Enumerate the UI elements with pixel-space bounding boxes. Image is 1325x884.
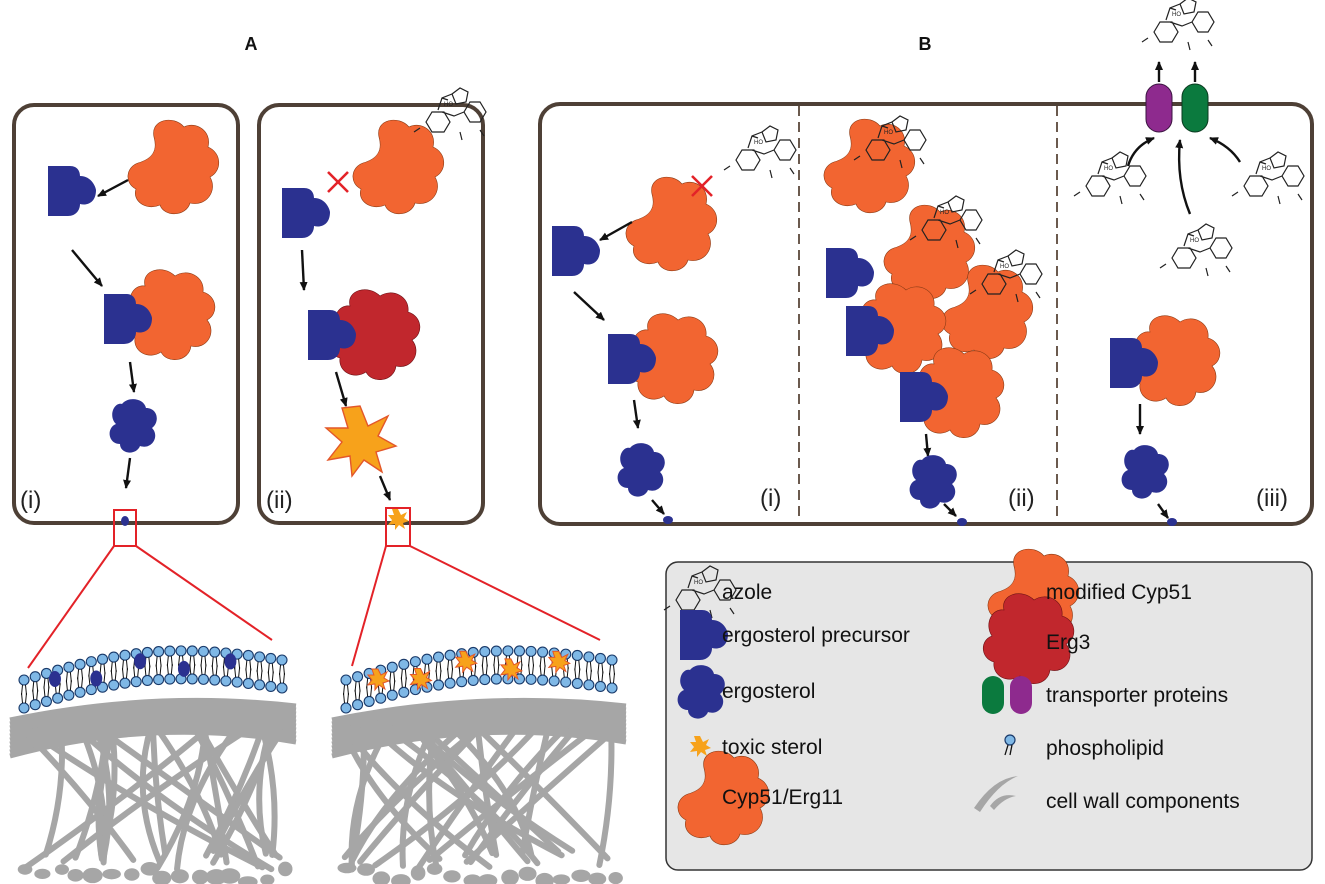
inhibition-cross [327, 171, 349, 193]
membrane-illustration-ii [331, 645, 627, 884]
panel-b-letter: B [919, 34, 932, 54]
legend-transporter-green-icon [982, 676, 1004, 714]
membrane-illustration-i [9, 645, 297, 884]
panel-a-cell-i: (i) [12, 103, 273, 669]
transporter-purple [1145, 83, 1173, 133]
azole-molecule [1231, 151, 1305, 205]
legend-box [665, 561, 1313, 871]
section-b-ii-label: (ii) [1008, 485, 1035, 512]
cell-wall-fibers [9, 697, 297, 884]
legend-transporter-purple-icon [1010, 676, 1032, 714]
toxic-sterol-in-membrane [454, 650, 478, 674]
phospholipid-bilayer [340, 645, 618, 714]
arrow [128, 361, 137, 393]
zoom-line [27, 545, 115, 669]
legend-label-cyp51: Cyp51/Erg11 [722, 786, 843, 809]
cell-wall-fibers [331, 697, 627, 884]
legend-label-transporters: transporter proteins [1046, 684, 1228, 707]
arrow [1209, 136, 1242, 163]
legend-label-erg3: Erg3 [1046, 631, 1090, 654]
toxic-sterol-in-membrane [409, 668, 433, 691]
arrow [632, 399, 641, 429]
section-b-iii-label: (iii) [1256, 485, 1288, 512]
arrow [71, 249, 103, 287]
ergosterol-dot [1167, 518, 1177, 526]
transporter-green [1181, 83, 1209, 133]
zoom-line [135, 545, 273, 641]
legend-cell-wall-icon [974, 776, 1018, 812]
ergosterol-in-membrane [224, 653, 237, 670]
ergosterol-precursor-shape [48, 166, 96, 216]
toxic-sterol-in-membrane [547, 650, 571, 674]
zoom-box [385, 507, 411, 547]
arrow [299, 249, 308, 291]
zoom-box [113, 509, 137, 547]
arrow [599, 220, 633, 242]
azole-molecule [723, 125, 797, 179]
cyp51-enzyme [127, 119, 220, 215]
ergosterol-shape [617, 443, 665, 497]
legend-label-azole: azole [722, 581, 772, 604]
legend-label-modified-cyp51: modified Cyp51 [1046, 581, 1192, 604]
legend-phospholipid-icon [1004, 734, 1016, 756]
cell-b-border [538, 102, 1314, 526]
arrow [1126, 136, 1155, 167]
legend-label-ergosterol: ergosterol [722, 680, 815, 703]
ergosterol-precursor-shape [282, 188, 330, 238]
arrow [1157, 503, 1169, 519]
modified-cyp51-enzyme [625, 176, 718, 272]
ergosterol-in-membrane [177, 660, 190, 677]
zoom-line [409, 545, 601, 641]
ergosterol-in-membrane [134, 653, 147, 670]
ergosterol-dot [121, 516, 129, 526]
legend-label-phospholipid: phospholipid [1046, 737, 1164, 760]
ergosterol-shape [109, 399, 157, 453]
legend: azole ergosterol precursor ergosterol to… [663, 548, 1313, 871]
ergosterol-precursor-shape [552, 226, 600, 276]
arrow [123, 457, 132, 489]
toxic-sterol-shape [325, 405, 397, 477]
cyp51-enzyme [352, 119, 445, 215]
ergosterol-shape [1121, 445, 1169, 499]
toxic-sterol-in-membrane [366, 668, 391, 692]
legend-label-cell-wall: cell wall components [1046, 790, 1240, 813]
panel-b-cell: (i) (ii) (iii) [538, 0, 1314, 526]
panel-a-cell-ii: (ii) [257, 87, 601, 667]
ergosterol-precursor-shape [826, 248, 874, 298]
phospholipid-bilayer [18, 645, 288, 714]
arrow [573, 291, 605, 321]
arrow [1175, 139, 1192, 215]
legend-label-toxic-sterol: toxic sterol [722, 736, 822, 759]
toxic-sterol-in-membrane [499, 658, 524, 682]
panel-a-letter: A [245, 34, 258, 54]
arrow [651, 499, 665, 515]
arrow [943, 503, 957, 517]
ergosterol-dot [957, 518, 967, 526]
azole-molecule [1159, 223, 1233, 277]
arrow [923, 433, 932, 457]
arrow [97, 178, 129, 198]
cell-a-ii-border [257, 103, 485, 525]
ergosterol-dot [663, 516, 673, 524]
cell-a-ii-label: (ii) [266, 487, 293, 514]
cell-a-i-label: (i) [20, 487, 41, 514]
section-b-i-label: (i) [760, 485, 781, 512]
arrow [334, 371, 348, 407]
ergosterol-in-membrane [90, 670, 103, 687]
arrow [378, 475, 392, 501]
legend-label-precursor: ergosterol precursor [722, 624, 910, 647]
zoom-line [351, 545, 387, 667]
inhibition-cross [691, 175, 713, 197]
azole-molecule [1141, 0, 1215, 51]
toxic-sterol-dot [388, 509, 409, 530]
ergosterol-in-membrane [48, 670, 61, 687]
azole-molecule [1073, 151, 1147, 205]
ergosterol-shape [909, 455, 957, 509]
